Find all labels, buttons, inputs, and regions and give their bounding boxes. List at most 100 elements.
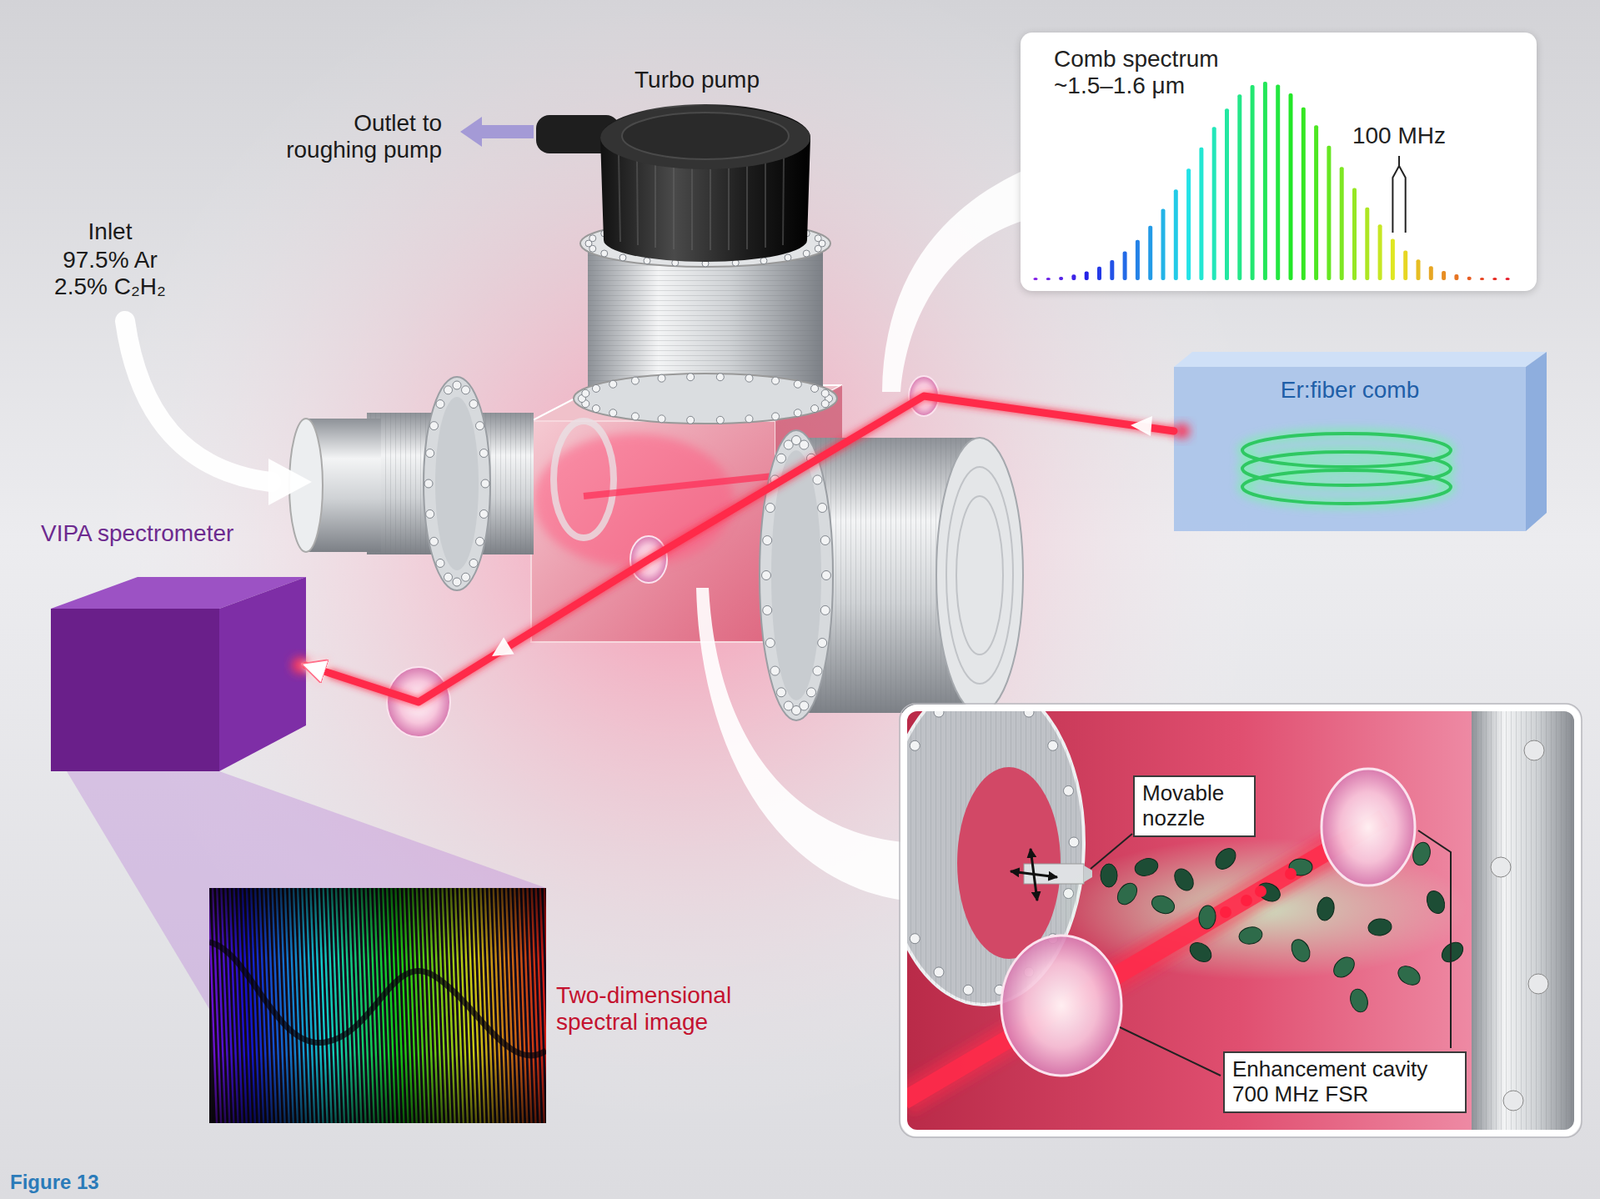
comb-line <box>1212 126 1217 281</box>
comb-line <box>1186 168 1191 281</box>
gas-molecule <box>1367 917 1393 938</box>
turbo-pump <box>600 105 811 170</box>
laser-beam <box>305 396 1174 703</box>
bolt <box>814 245 822 252</box>
leader-line <box>1418 830 1451 1049</box>
bolt <box>793 380 802 388</box>
bolt <box>745 374 753 382</box>
comb-line <box>1429 265 1434 281</box>
gas-molecule <box>1170 865 1198 894</box>
cavity-label: Enhancement cavity 700 MHz FSR <box>1232 1057 1458 1108</box>
bolt-ring <box>424 381 490 587</box>
bolt <box>429 536 438 546</box>
nozzle-inset <box>899 703 1582 1138</box>
bolt <box>909 933 920 944</box>
spectrometer-label: VIPA spectrometer <box>40 520 234 547</box>
comb-line <box>1097 266 1102 281</box>
comb-line <box>1326 145 1331 281</box>
turbo-pump <box>654 160 657 248</box>
comb-line <box>1441 270 1446 281</box>
turbo-pump <box>636 158 638 246</box>
leader-line <box>1090 833 1133 869</box>
bolt <box>609 380 617 388</box>
callout-box: Movable nozzle <box>1133 775 1256 838</box>
turbo-pump <box>764 160 767 248</box>
gas-molecule <box>1198 904 1217 930</box>
nozzle-inset <box>1471 707 1578 1134</box>
connector-group <box>305 396 1174 703</box>
bolt <box>762 571 772 581</box>
bolt <box>601 250 608 257</box>
bolt <box>820 536 830 546</box>
bolt <box>817 638 828 648</box>
gas-molecule <box>1113 879 1142 908</box>
bolt <box>822 571 832 581</box>
vacuum-chamber <box>553 421 614 538</box>
bolt <box>591 384 600 392</box>
comb-line <box>1352 187 1357 281</box>
part-label: Outlet to roughing pump <box>270 110 442 164</box>
nozzle-inset <box>1528 973 1549 994</box>
bolt <box>772 412 780 421</box>
figure-caption: Figure 13 <box>10 1170 100 1194</box>
nozzle-inset <box>1503 1090 1524 1111</box>
fiber-comb-box <box>1173 351 1547 367</box>
bolt <box>1068 837 1079 848</box>
spectrometer-cube <box>50 576 309 772</box>
gas-molecule <box>1186 938 1215 967</box>
comb-line <box>1314 125 1319 281</box>
comb-line <box>1289 93 1294 281</box>
bolt <box>436 558 445 567</box>
bolt <box>770 666 780 676</box>
comb-line <box>1263 81 1268 281</box>
bolt <box>812 475 823 485</box>
comb-line <box>1084 270 1089 281</box>
bolt <box>821 400 829 408</box>
bolt <box>476 536 485 546</box>
comb-line <box>1058 276 1064 281</box>
bolt <box>811 384 819 392</box>
spectral-image <box>208 887 553 1124</box>
bolt <box>963 984 974 995</box>
gas-molecule <box>1100 840 1467 1014</box>
right-arm <box>936 437 1024 713</box>
nozzle-label: Movable nozzle <box>1142 781 1247 832</box>
comb-source-box: Er:fiber comb <box>1173 351 1547 532</box>
excited-molecule <box>1219 906 1232 918</box>
comb-line <box>1173 189 1179 281</box>
bolt <box>479 509 488 518</box>
gas-molecule <box>1347 987 1370 1015</box>
bolt <box>631 412 639 421</box>
turbo-pump <box>709 163 712 251</box>
bolt <box>461 572 471 582</box>
bolt <box>657 374 666 382</box>
bolt <box>807 687 817 698</box>
bolt <box>745 415 753 423</box>
bolt <box>452 381 462 390</box>
excited-molecule <box>1254 885 1267 898</box>
image-label: Two-dimensional spectral image <box>556 982 765 1036</box>
bolt-ring <box>578 373 833 425</box>
turbo-pump <box>727 163 730 251</box>
part-label: Turbo pump <box>583 66 811 94</box>
bolt <box>793 409 802 417</box>
comb-line <box>1301 107 1306 281</box>
comb-line <box>1161 208 1166 281</box>
bolt <box>820 605 830 615</box>
right-arm <box>956 496 1004 655</box>
spectral-image <box>209 942 547 1056</box>
bolt <box>426 449 435 458</box>
comb-line <box>1505 277 1510 281</box>
spectral-image <box>209 887 547 1124</box>
fiber-comb-box <box>1525 351 1547 532</box>
bolt <box>765 503 775 513</box>
gas-molecule <box>1211 844 1240 873</box>
beam-direction-arrow <box>491 636 515 657</box>
gas-molecule <box>1288 936 1315 965</box>
nozzle-inset <box>1524 740 1545 761</box>
leader-line <box>1090 830 1451 1076</box>
comb-line <box>1467 276 1472 281</box>
spectral-image <box>209 887 547 1124</box>
